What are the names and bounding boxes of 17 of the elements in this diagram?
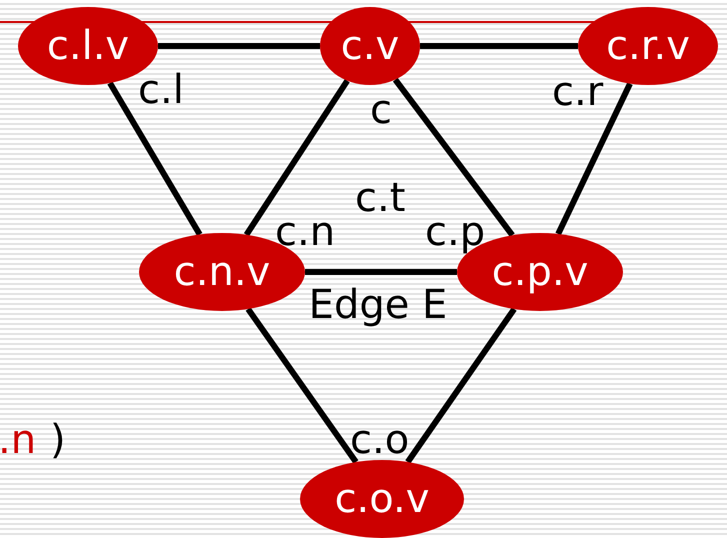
vertex-ellipse: c.o.v	[300, 460, 464, 538]
edge-line	[392, 78, 515, 238]
edge-line	[244, 79, 350, 236]
edge-line	[305, 269, 457, 275]
edge-line	[107, 82, 202, 236]
edge-line	[158, 43, 320, 49]
vertex-ellipse: c.v	[320, 7, 420, 85]
face-label: c.o	[350, 420, 410, 460]
text-fragment: )	[50, 420, 66, 460]
edge-line	[420, 43, 578, 49]
edge-line	[405, 307, 517, 464]
edge-line	[246, 307, 358, 464]
edge-label: Edge E	[308, 285, 448, 325]
text-fragment: .n	[0, 420, 36, 460]
edge-line	[555, 82, 633, 236]
face-label: c	[370, 90, 392, 130]
face-label: c.t	[355, 178, 406, 218]
